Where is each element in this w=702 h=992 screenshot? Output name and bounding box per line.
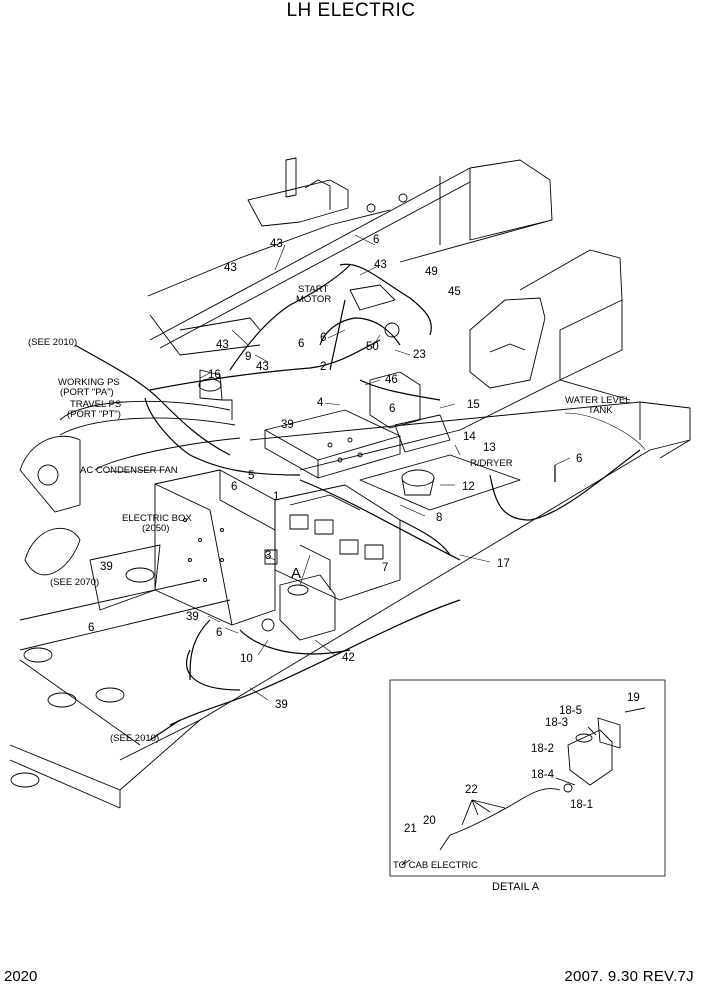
callout: 15 <box>467 399 480 411</box>
callout: 43 <box>216 339 229 351</box>
callout: 39 <box>186 611 199 623</box>
callout: 45 <box>448 286 461 298</box>
callout: 21 <box>404 823 417 835</box>
callout-a-label: A <box>291 565 301 582</box>
electric-box-label: (2050) <box>142 523 169 534</box>
callout: 46 <box>385 374 398 386</box>
travel-ps-label: TRAVEL PS <box>70 399 121 410</box>
callout-labels: 43 43 43 43 43 6 6 6 6 6 6 6 6 49 45 9 5… <box>88 234 640 835</box>
water-level-tank-label: WATER LEVEL <box>565 395 630 406</box>
deck-plate <box>264 379 631 511</box>
callout: 42 <box>342 652 355 664</box>
callout: 50 <box>366 341 379 353</box>
callout: 6 <box>373 234 379 246</box>
callout: 4 <box>317 397 324 409</box>
callout: 10 <box>240 653 253 665</box>
relay-block <box>274 484 401 601</box>
callout: 43 <box>374 259 387 271</box>
callout: 43 <box>224 262 237 274</box>
callout: 19 <box>627 692 640 704</box>
callout: 18-1 <box>570 799 593 811</box>
callout: 18-3 <box>545 717 568 729</box>
callout: 49 <box>425 266 438 278</box>
callout: 23 <box>413 349 426 361</box>
see-2070-label: (SEE 2070) <box>50 577 99 588</box>
callout: 12 <box>462 481 475 493</box>
callout: 18-4 <box>531 769 555 781</box>
callout: 43 <box>270 238 283 250</box>
right-frame-rail <box>119 249 691 761</box>
callout: 39 <box>281 419 294 431</box>
callout: 3 <box>265 550 271 562</box>
date-revision: 2007. 9.30 REV.7J <box>564 968 694 985</box>
ac-condenser-fan-label: AC CONDENSER FAN <box>80 465 178 476</box>
callout: 22 <box>465 784 478 796</box>
callout: 6 <box>231 481 237 493</box>
callout: 2 <box>320 361 326 373</box>
callout: 16 <box>208 369 221 381</box>
components <box>198 284 451 496</box>
callout: 6 <box>320 332 326 344</box>
detail-a-label: DETAIL A <box>492 881 540 893</box>
electric-box-label: ELECTRIC BOX <box>122 513 192 524</box>
callout: 14 <box>463 431 476 443</box>
leader-lines <box>104 234 646 701</box>
callout: 13 <box>483 442 496 454</box>
callout: 39 <box>275 699 288 711</box>
water-level-tank-label: TANK <box>588 405 613 416</box>
hoses <box>19 400 241 576</box>
wiring-harness <box>74 263 641 741</box>
r-dryer-label: R/DRYER <box>470 458 513 469</box>
callout: 6 <box>389 403 395 415</box>
callout: 43 <box>256 361 269 373</box>
detail-a-box <box>389 679 666 877</box>
callout: 7 <box>382 562 388 574</box>
washer-tank <box>261 574 336 641</box>
callout: 6 <box>576 453 582 465</box>
callout: 20 <box>423 815 436 827</box>
callout: 18-5 <box>559 705 582 717</box>
see-2010-label: (SEE 2010) <box>28 337 77 348</box>
working-ps-label: WORKING PS <box>58 377 120 388</box>
travel-ps-label: (PORT "PT") <box>67 409 121 420</box>
callout: 8 <box>436 512 442 524</box>
callout: 6 <box>216 627 222 639</box>
upper-frame-rail <box>147 157 553 349</box>
callout: 1 <box>273 491 279 503</box>
callout: 39 <box>100 561 113 573</box>
electric-box <box>154 469 278 626</box>
callout: 6 <box>88 622 94 634</box>
working-ps-label: (PORT "PA") <box>60 387 114 398</box>
text-labels: START MOTOR (SEE 2010) WORKING PS (PORT … <box>28 284 630 893</box>
callout: 6 <box>298 338 304 350</box>
page-number: 2020 <box>4 968 38 985</box>
start-motor-label: START <box>298 284 328 295</box>
lower-frame <box>9 314 261 809</box>
callout: 18-2 <box>531 743 554 755</box>
see-2010-label: (SEE 2010) <box>110 733 159 744</box>
callout: 9 <box>245 351 251 363</box>
to-cab-electric-label: TO CAB ELECTRIC <box>393 860 478 871</box>
start-motor-label: MOTOR <box>296 294 331 305</box>
callout: 5 <box>248 470 254 482</box>
page-title: LH ELECTRIC <box>286 0 416 21</box>
callout: 17 <box>497 558 510 570</box>
